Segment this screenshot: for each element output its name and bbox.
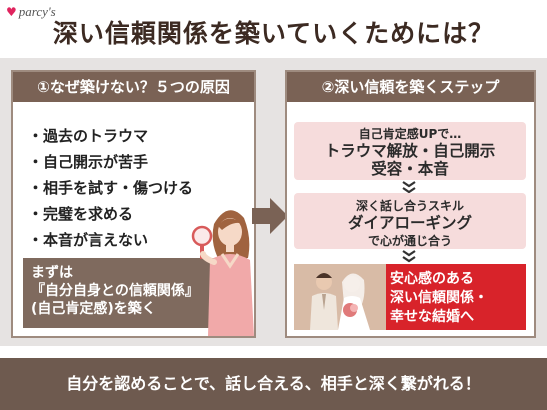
goal-line: 安心感のある (390, 271, 474, 287)
list-item: ・過去のトラウマ (28, 127, 149, 145)
step-card: 深く話し合うスキル ダイアローギング で心が通じ合う (294, 193, 526, 249)
step-card: 自己肯定感UPで… トラウマ解放・自己開示 受容・本音 (294, 122, 526, 180)
goal-line: 幸せな結婚へ (390, 309, 474, 325)
causes-panel: ①なぜ築けない？５つの原因 (11, 70, 256, 338)
woman-illustration (191, 210, 254, 336)
step-title: 受容・本音 (371, 160, 449, 178)
step-caption: 自己肯定感UPで… (358, 127, 462, 141)
footer-message: 自分を認めることで、話し合える、相手と深く繋がれる！ (0, 358, 547, 410)
steps-header: ②深い信頼を築くステップ (287, 72, 534, 102)
list-item: ・自己開示が苦手 (28, 153, 149, 171)
chevron-down-icon (401, 180, 417, 194)
advice-line: 『自分自身との信頼関係』 (31, 283, 199, 299)
advice-line: (自己肯定感)を築く (31, 301, 156, 317)
goal-box: 安心感のある 深い信頼関係・ 幸せな結婚へ (294, 264, 526, 330)
wedding-couple-illustration (294, 264, 386, 330)
causes-list: ・過去のトラウマ ・自己開示が苦手 ・相手を試す・傷つける ・完璧を求める ・本… (28, 123, 193, 253)
step-caption: 深く話し合うスキル (355, 199, 464, 213)
list-item: ・完璧を求める (28, 205, 134, 223)
arrow-right-icon (252, 198, 288, 234)
causes-header: ①なぜ築けない？５つの原因 (13, 72, 254, 102)
list-item: ・本音が言えない (28, 231, 149, 249)
logo: ♥ parcy's (6, 4, 56, 20)
goal-text: 安心感のある 深い信頼関係・ 幸せな結婚へ (390, 270, 488, 327)
step-title: トラウマ解放・自己開示 (324, 142, 496, 160)
list-item: ・相手を試す・傷つける (28, 179, 194, 197)
page-title: 深い信頼関係を築いていくためには？ (52, 19, 495, 48)
goal-line: 深い信頼関係・ (390, 290, 488, 306)
brand-name: parcy's (18, 4, 56, 19)
step-caption: で心が通じ合う (367, 234, 452, 248)
chevron-down-icon (401, 249, 417, 263)
heart-icon: ♥ (6, 5, 17, 19)
advice-line: まずは (31, 265, 73, 281)
step-title: ダイアローギング (347, 214, 472, 232)
